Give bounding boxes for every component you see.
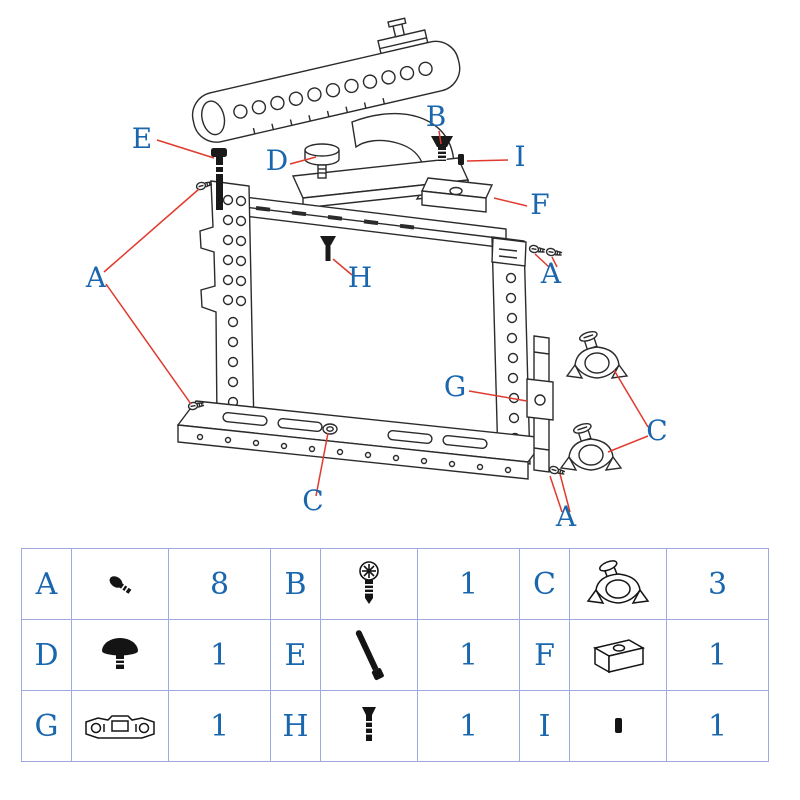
part-label-A-bottom: A [555, 500, 577, 533]
camera-cage-drawing: E D B I F A A H G C C A [85, 17, 668, 533]
part-label-G: G [444, 370, 466, 403]
part-label-A-right: A [540, 257, 562, 290]
table-letter-cell: A [22, 549, 72, 620]
leader-line [466, 159, 509, 162]
part-a-screw [545, 247, 563, 257]
table-icon-cell [570, 549, 667, 620]
thumbscrew-icon [102, 638, 138, 669]
flathead-screw-icon [359, 561, 379, 604]
part-label-H: H [348, 261, 372, 294]
part-c-clamp-top [565, 330, 629, 379]
leader-lines [103, 130, 649, 513]
table-qty-cell: 1 [418, 549, 520, 620]
leader-line [549, 475, 563, 513]
part-b-screw [431, 136, 453, 161]
dark-parts [211, 136, 464, 261]
part-a-screw [548, 465, 566, 475]
small-screw-icon [109, 576, 132, 594]
table-letter-cell: H [271, 691, 321, 762]
part-label-C-bottom: C [302, 484, 323, 517]
table-qty-cell: 1 [418, 620, 520, 691]
locating-rod-icon [355, 630, 384, 681]
leader-line [493, 197, 528, 207]
part-labels: E D B I F A A H G C C A [85, 100, 668, 533]
part-g-bracket [526, 378, 554, 421]
parts-table: A 8 B [21, 548, 769, 762]
cage-right-upright [491, 236, 531, 465]
part-label-D: D [266, 144, 288, 177]
table-qty-cell: 1 [169, 691, 271, 762]
part-label-F: F [530, 188, 549, 221]
part-f-shoe-block [420, 177, 494, 213]
table-letter-cell: I [520, 691, 570, 762]
table-letter-cell: D [22, 620, 72, 691]
table-letter-cell: C [520, 549, 570, 620]
shoe-mount-block-icon [592, 639, 646, 674]
part-d-thumbscrew [304, 143, 340, 179]
leader-line [613, 369, 649, 428]
leader-line [468, 390, 528, 402]
rail-bracket-icon [85, 715, 155, 739]
leader-line [551, 256, 558, 268]
leader-line [315, 432, 329, 497]
leader-line [332, 258, 353, 276]
top-handle [191, 17, 461, 143]
table-letter-cell: G [22, 691, 72, 762]
table-icon-cell [72, 691, 169, 762]
cage-line-art [176, 17, 629, 480]
part-label-E: E [132, 122, 152, 155]
leader-line [289, 156, 317, 165]
table-qty-cell: 3 [667, 549, 769, 620]
table-letter-cell: F [520, 620, 570, 691]
part-a-screw [187, 401, 205, 411]
leader-line [534, 253, 550, 268]
part-label-A-left: A [85, 261, 107, 294]
table-letter-cell: E [271, 620, 321, 691]
long-screw-icon [362, 707, 376, 741]
part-label-I: I [514, 140, 525, 173]
leader-line [105, 283, 192, 405]
table-qty-cell: 1 [169, 620, 271, 691]
table-qty-cell: 8 [169, 549, 271, 620]
exploded-diagram: E D B I F A A H G C C A [85, 17, 668, 533]
leader-line [438, 130, 442, 145]
table-icon-cell [321, 691, 418, 762]
leader-line [156, 139, 215, 159]
table-letter-cell: B [271, 549, 321, 620]
part-label-B: B [426, 100, 447, 133]
leader-line [559, 473, 571, 513]
base-plate [176, 400, 548, 480]
table-qty-cell: 1 [418, 691, 520, 762]
table-icon-cell [321, 620, 418, 691]
part-a-screw [528, 244, 546, 254]
rod-clamp-icon [586, 560, 650, 604]
part-e-rod [211, 148, 227, 210]
table-icon-cell [570, 620, 667, 691]
table-icon-cell [570, 691, 667, 762]
part-a-screw [195, 181, 213, 191]
pin-icon [615, 718, 622, 733]
table-icon-cell [72, 620, 169, 691]
leader-line [103, 188, 200, 273]
table-qty-cell: 1 [667, 620, 769, 691]
part-label-C-right: C [646, 414, 667, 447]
table-icon-cell [72, 549, 169, 620]
part-i-pin [458, 154, 464, 165]
part-c-clamp-bottom [559, 422, 623, 471]
table-qty-cell: 1 [667, 691, 769, 762]
table-icon-cell [321, 549, 418, 620]
part-h-screw [320, 236, 336, 261]
leader-line [607, 435, 649, 453]
cage-left-upright [199, 180, 255, 429]
